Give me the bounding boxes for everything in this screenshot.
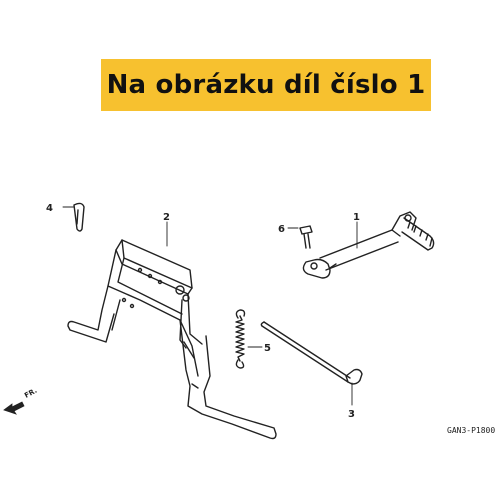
callout-3: 3 — [348, 409, 355, 420]
callout-6: 6 — [278, 224, 285, 235]
callout-4: 4 — [46, 203, 53, 214]
bolt-part-6 — [299, 225, 313, 249]
leader-lines — [62, 206, 358, 406]
kick-starter-arm-part-1 — [302, 211, 435, 279]
spring-part-5 — [235, 309, 246, 369]
part-number-banner: Na obrázku díl číslo 1 — [101, 59, 431, 111]
callout-1: 1 — [353, 212, 360, 223]
shaft-part-3 — [260, 321, 363, 385]
front-direction-arrow-icon — [3, 401, 25, 415]
diagram-code: GAN3-P1800 — [447, 426, 495, 435]
main-stand-part-2 — [67, 239, 277, 440]
callout-2: 2 — [163, 212, 170, 223]
front-direction-label: FR. — [23, 387, 38, 400]
callout-5: 5 — [264, 343, 271, 354]
cotter-pin-part-4 — [73, 202, 85, 232]
